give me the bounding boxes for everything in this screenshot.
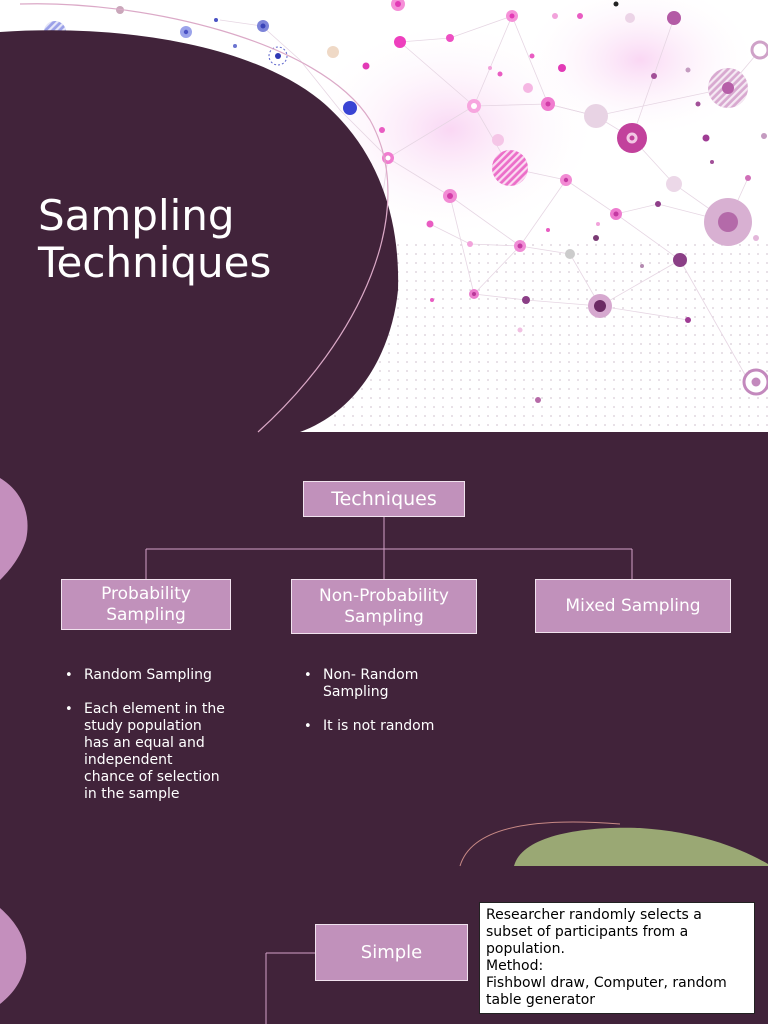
nonprob-label-line-2: Sampling xyxy=(344,606,424,627)
simple-label: Simple xyxy=(360,942,423,963)
list-item: Non- Random Sampling xyxy=(304,667,444,701)
probability-label-line-1: Probability xyxy=(101,583,191,604)
mixed-sampling-box: Mixed Sampling xyxy=(535,579,731,633)
simple-box: Simple xyxy=(315,924,468,981)
green-hill xyxy=(514,827,768,866)
list-item: Random Sampling xyxy=(65,667,225,684)
callout-line-1: Researcher randomly selects a subset of … xyxy=(486,907,702,957)
mixed-sampling-label: Mixed Sampling xyxy=(565,595,701,616)
probability-sampling-box: Probability Sampling xyxy=(61,579,231,630)
tree-connectors xyxy=(145,516,633,1024)
non-probability-sampling-box: Non-Probability Sampling xyxy=(291,579,477,634)
techniques-box: Techniques xyxy=(303,481,465,517)
left-leaf-lower xyxy=(0,908,27,1004)
probability-notes: Random Sampling Each element in the stud… xyxy=(65,667,225,820)
hill-line xyxy=(459,821,621,867)
list-item: It is not random xyxy=(304,718,444,735)
nonprob-label-line-1: Non-Probability xyxy=(319,585,449,606)
simple-callout: Researcher randomly selects a subset of … xyxy=(479,902,755,1014)
title-line-1: Sampling xyxy=(38,191,235,240)
callout-line-3: Fishbowl draw, Computer, random table ge… xyxy=(486,975,727,1008)
probability-label-line-2: Sampling xyxy=(106,604,186,625)
left-leaf-upper xyxy=(0,478,28,580)
list-item: Each element in the study population has… xyxy=(65,701,225,803)
slide-title: Sampling Techniques xyxy=(38,192,358,286)
non-probability-notes: Non- Random Sampling It is not random xyxy=(304,667,444,752)
title-shape xyxy=(0,30,399,433)
techniques-label: Techniques xyxy=(331,487,437,510)
title-line-2: Techniques xyxy=(38,238,272,287)
curve-line xyxy=(19,3,389,433)
callout-line-2: Method: xyxy=(486,958,544,974)
